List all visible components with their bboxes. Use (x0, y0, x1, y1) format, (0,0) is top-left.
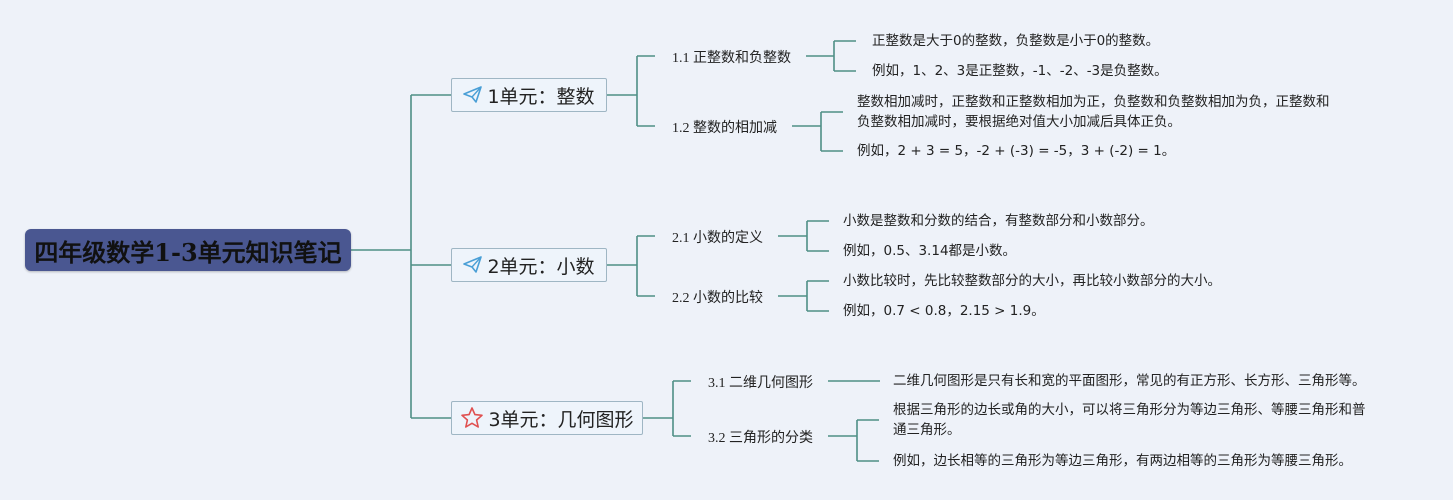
connector-topic32 (828, 419, 879, 462)
note-1-2-b[interactable]: 例如，2 + 3 = 5，-2 + (-3) = -5，3 + (-2) = 1… (857, 143, 1176, 159)
note-3-2-b[interactable]: 例如，边长相等的三角形为等边三角形，有两边相等的三角形为等腰三角形。 (893, 453, 1352, 469)
connector-root (351, 94, 451, 419)
topic-2-1[interactable]: 2.1 小数的定义 (672, 231, 763, 246)
connector-unit3 (643, 380, 691, 437)
note-2-2-a[interactable]: 小数比较时，先比较整数部分的大小，再比较小数部分的大小。 (843, 273, 1221, 289)
unit-3-node[interactable]: 3单元：几何图形 (451, 401, 643, 435)
note-2-2-b[interactable]: 例如，0.7 < 0.8，2.15 > 1.9。 (843, 303, 1045, 319)
topic-1-2[interactable]: 1.2 整数的相加减 (672, 121, 777, 136)
topic-3-1[interactable]: 3.1 二维几何图形 (708, 376, 813, 391)
note-2-1-b[interactable]: 例如，0.5、3.14都是小数。 (843, 243, 1017, 259)
unit-2-node[interactable]: 2单元：小数 (451, 248, 607, 282)
topic-2-2[interactable]: 2.2 小数的比较 (672, 291, 763, 306)
connector-unit2 (607, 235, 655, 297)
connector-unit1 (607, 55, 655, 127)
topic-1-1[interactable]: 1.1 正整数和负整数 (672, 51, 791, 66)
note-3-2-a-line2: 通三角形。 (893, 422, 961, 438)
connector-group (351, 40, 880, 462)
unit-3-label: 3单元：几何图形 (488, 408, 634, 431)
note-3-1-a[interactable]: 二维几何图形是只有长和宽的平面图形，常见的有正方形、长方形、三角形等。 (893, 373, 1366, 389)
connector-topic22 (778, 280, 829, 312)
note-1-2-a-line1: 整数相加减时，正整数和正整数相加为正，负整数和负整数相加为负，正整数和 (857, 94, 1330, 110)
unit-1-label: 1单元：整数 (487, 85, 595, 108)
note-3-2-a[interactable]: 根据三角形的边长或角的大小，可以将三角形分为等边三角形、等腰三角形和普 通三角形… (893, 400, 1366, 440)
unit-1-node[interactable]: 1单元：整数 (451, 78, 607, 112)
unit-2-label: 2单元：小数 (487, 255, 595, 278)
connector-topic11 (806, 40, 856, 72)
root-title: 四年级数学1-3单元知识笔记 (34, 237, 342, 267)
note-1-1-b[interactable]: 例如，1、2、3是正整数，-1、-2、-3是负整数。 (872, 63, 1168, 79)
note-1-2-a[interactable]: 整数相加减时，正整数和正整数相加为正，负整数和负整数相加为负，正整数和 负整数相… (857, 92, 1330, 132)
topic-3-2[interactable]: 3.2 三角形的分类 (708, 431, 813, 446)
root-topic[interactable]: 四年级数学1-3单元知识笔记 (25, 229, 351, 271)
connector-topic12 (792, 111, 843, 152)
paper-plane-icon (463, 86, 483, 104)
star-icon (460, 406, 484, 430)
note-1-1-a[interactable]: 正整数是大于0的整数，负整数是小于0的整数。 (872, 33, 1160, 49)
note-3-2-a-line1: 根据三角形的边长或角的大小，可以将三角形分为等边三角形、等腰三角形和普 (893, 402, 1366, 418)
note-2-1-a[interactable]: 小数是整数和分数的结合，有整数部分和小数部分。 (843, 213, 1154, 229)
note-1-2-a-line2: 负整数相加减时，要根据绝对值大小加减后具体正负。 (857, 114, 1181, 130)
connector-topic21 (778, 220, 829, 252)
paper-plane-icon (463, 256, 483, 274)
